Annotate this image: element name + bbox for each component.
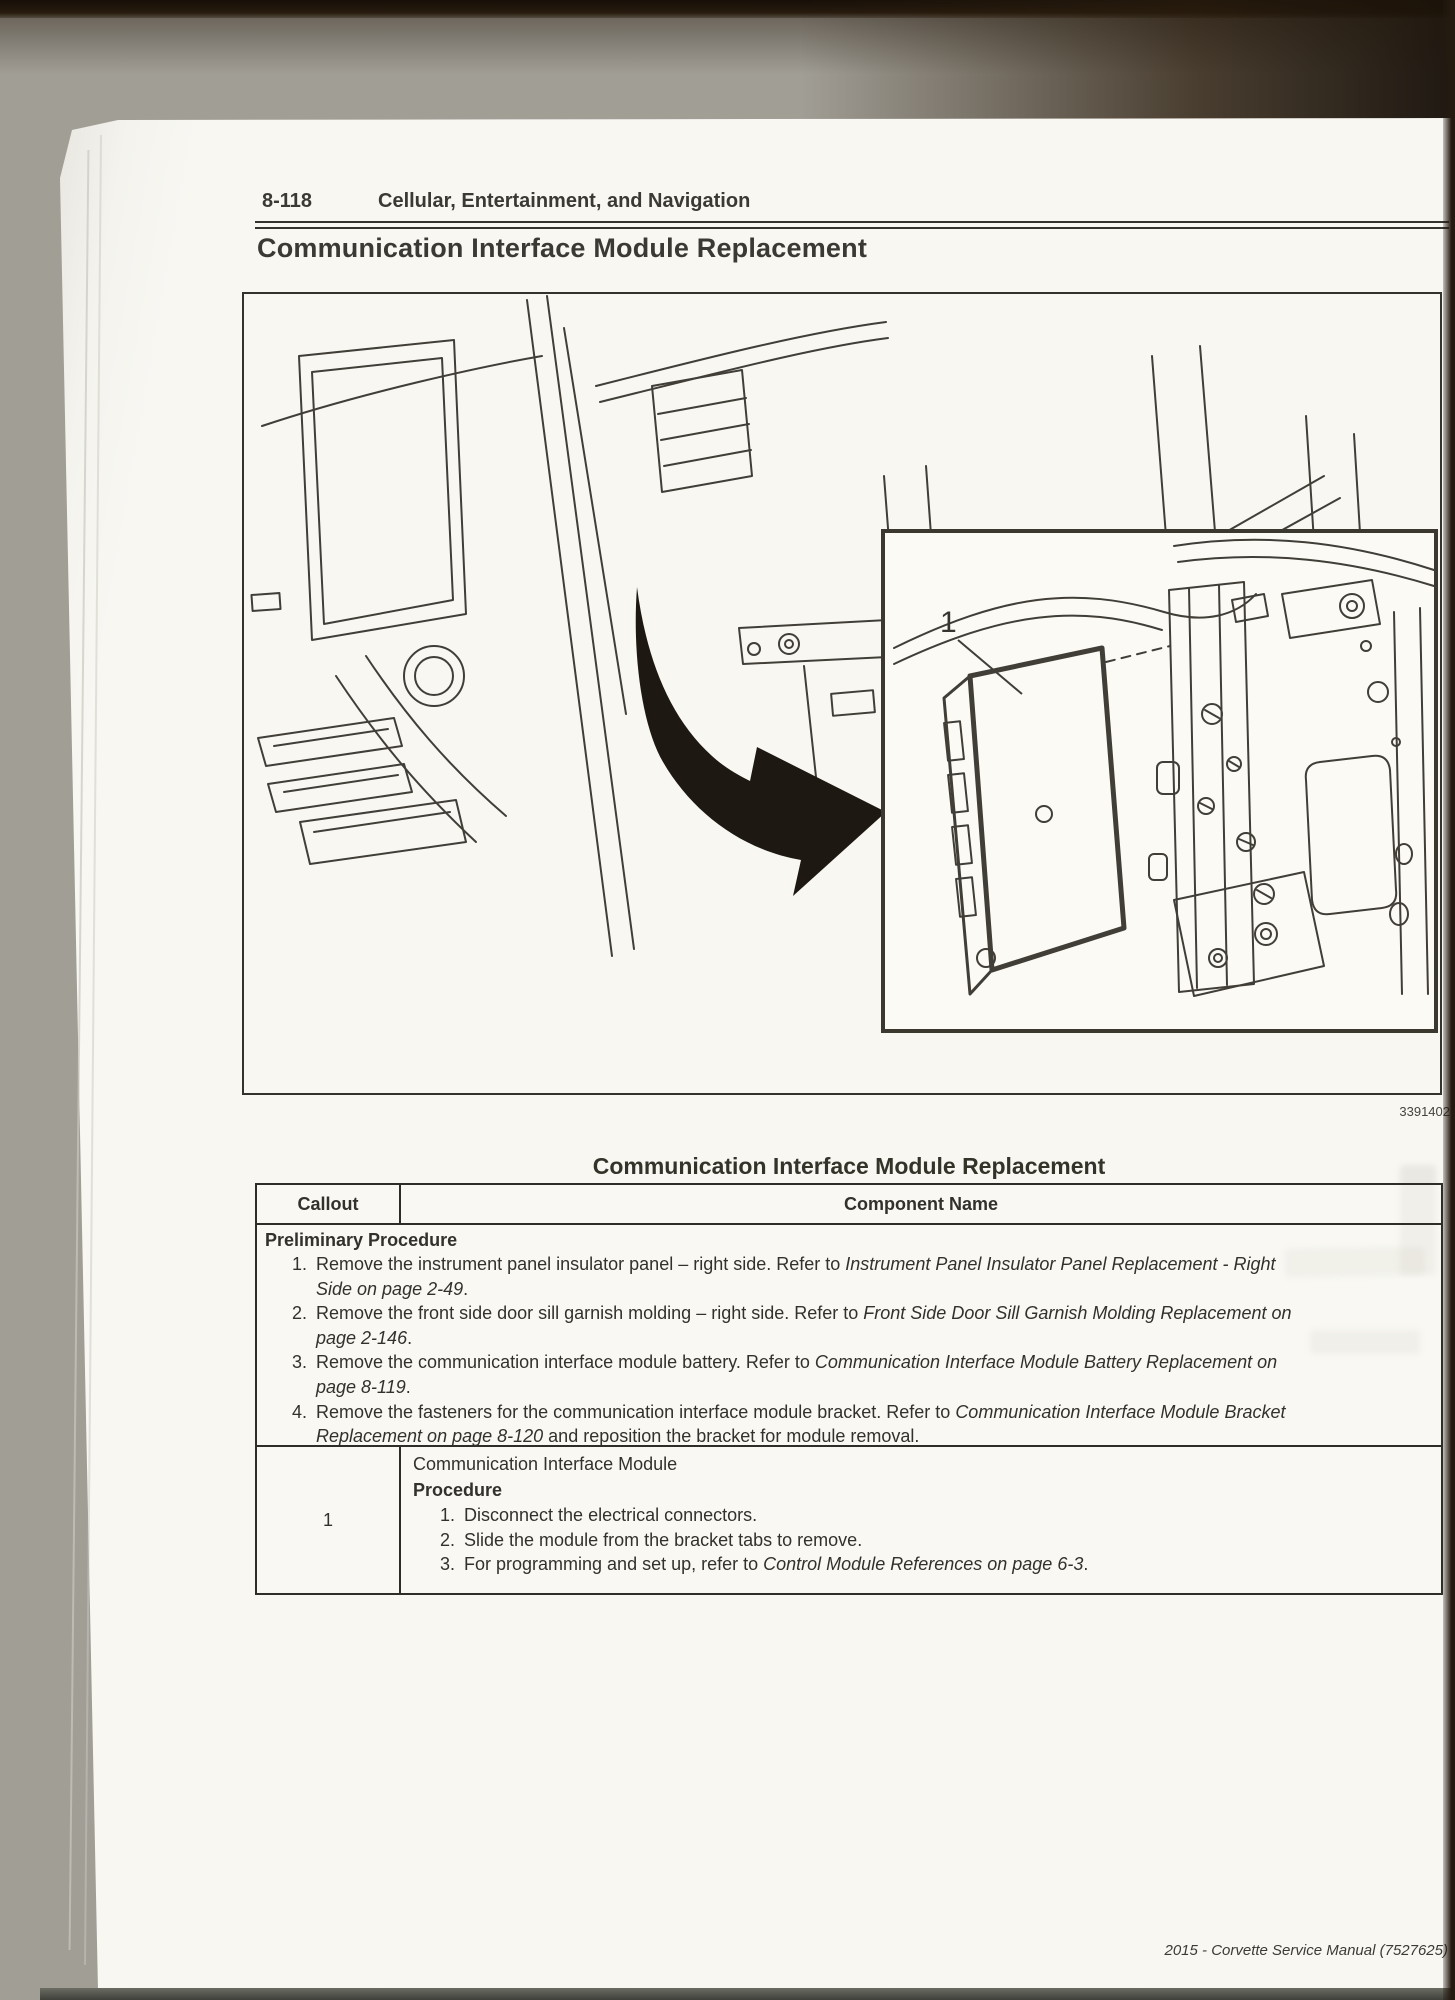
page-number: 8-118	[262, 190, 313, 212]
scan-background-gradient	[0, 0, 1455, 135]
procedure-item: 2.Remove the front side door sill garnis…	[291, 1303, 1292, 1348]
table-title: Communication Interface Module Replaceme…	[592, 1153, 1106, 1179]
chapter-title: Cellular, Entertainment, and Navigation	[378, 190, 751, 212]
detail-inset: 1	[881, 529, 1438, 1033]
figure-illustration: 1	[250, 295, 1438, 1033]
procedure-item: 1.Disconnect the electrical connectors.	[439, 1505, 758, 1525]
preliminary-procedure-heading: Preliminary Procedure	[265, 1230, 458, 1250]
callout-cell: 1	[257, 1447, 401, 1593]
component-cell: Communication Interface Module Procedure…	[401, 1447, 1441, 1593]
procedure-item: 2.Slide the module from the bracket tabs…	[439, 1529, 863, 1550]
manual-page	[60, 118, 1455, 1990]
procedure-item: 4.Remove the fasteners for the communica…	[291, 1401, 1286, 1447]
header-double-rule	[255, 221, 1449, 229]
procedure-item: 3.For programming and set up, refer to C…	[439, 1554, 1089, 1575]
figure-number: 3391402	[1399, 1104, 1450, 1119]
figure-box: 1	[242, 292, 1442, 1095]
callout-row: 1 Communication Interface Module Procedu…	[257, 1447, 1441, 1593]
column-header-callout: Callout	[257, 1185, 401, 1223]
figure-callout-label: 1	[940, 606, 957, 639]
callout-leader-line	[957, 639, 1023, 695]
procedure-heading: Procedure	[413, 1480, 503, 1500]
column-header-component: Component Name	[843, 1193, 998, 1214]
footer-note: 2015 - Corvette Service Manual (7527625)	[1164, 1942, 1449, 1959]
preliminary-procedure-list: 1.Remove the instrument panel insulator …	[265, 1252, 1433, 1449]
table-header-row: Callout Component Name	[257, 1185, 1441, 1225]
preliminary-procedure-row: Preliminary Procedure 1.Remove the instr…	[257, 1225, 1441, 1447]
ink-bleed-through	[1310, 1330, 1420, 1354]
section-title: Communication Interface Module Replaceme…	[257, 233, 868, 263]
component-name: Communication Interface Module	[413, 1454, 678, 1474]
procedure-step-list: 1.Disconnect the electrical connectors. 2…	[413, 1503, 1433, 1577]
procedure-item: 3.Remove the communication interface mod…	[291, 1352, 1278, 1397]
arrow-to-detail	[635, 587, 886, 896]
procedure-item: 1.Remove the instrument panel insulator …	[291, 1254, 1276, 1299]
scan-bottom-edge	[40, 1988, 1455, 2000]
procedure-table: Callout Component Name Preliminary Proce…	[255, 1183, 1443, 1595]
scan-right-edge	[1443, 0, 1455, 2000]
